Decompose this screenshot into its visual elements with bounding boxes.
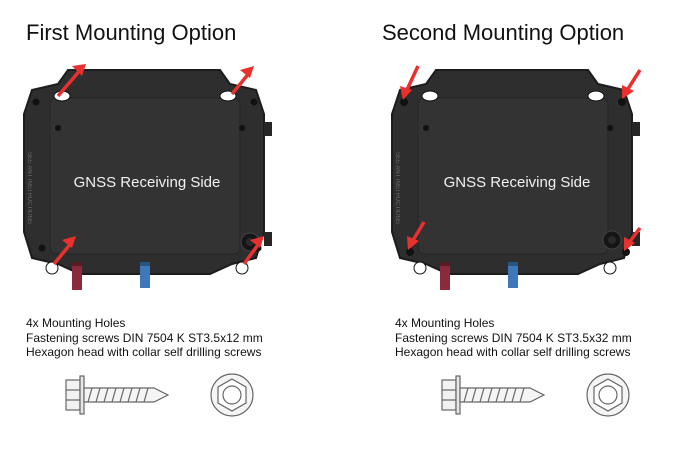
spec-line: Fastening screws DIN 7504 K ST3.5x32 mm [395,330,632,345]
spec-line: Fastening screws DIN 7504 K ST3.5x12 mm [26,330,263,345]
red-arrow-icon [624,226,642,251]
side-clip [264,232,272,246]
self-drilling-hex-screw-icon [441,375,546,415]
corner-screw [55,125,61,131]
hex-head-top-view-icon [586,373,630,417]
red-arrow-icon [52,236,76,266]
red-arrow-icon [56,64,86,98]
red-arrow-icon [400,65,420,100]
mounting-hole-bottom-right [603,261,617,275]
spec-line: Hexagon head with collar self drilling s… [395,345,631,359]
mounting-hole-bottom-left [45,261,59,275]
red-arrow-icon [407,221,426,250]
spec-line: Hexagon head with collar self drilling s… [26,345,262,359]
device-illustration [391,65,642,290]
corner-screw [32,98,40,106]
corner-screw [423,125,429,131]
mounting-hole-bottom-right [235,261,249,275]
red-arrow-icon [622,69,642,99]
housing-side-print: SEE ANT INSTRUCTIONS [26,152,32,224]
blue-antenna-connector [140,264,150,288]
mounting-specs: 4x Mounting Holes Fastening screws DIN 7… [395,316,632,360]
self-drilling-hex-screw-icon [65,375,170,415]
side-clip [632,122,640,136]
red-antenna-connector [440,264,450,290]
blue-antenna-connector [508,264,518,288]
second-mounting-option-panel: Second Mounting Option [350,0,700,460]
first-mounting-option-panel: First Mounting Option [10,20,280,422]
corner-screw [618,98,626,106]
corner-screw [607,125,613,131]
device-label: GNSS Receiving Side [443,174,591,191]
panel-title: First Mounting Option [26,20,237,45]
screw-illustrations [64,372,264,422]
gnss-receiver-device: SEE ANT INSTRUCTIONS GNSS Receiving Side [10,62,280,292]
side-clip [264,122,272,136]
corner-screw [239,125,245,131]
corner-screw [38,244,46,252]
red-antenna-connector [72,264,82,290]
mounting-hole-top-right [587,90,605,102]
corner-screw [406,248,414,256]
gnss-receiver-device: SEE ANT INSTRUCTIONS GNSS Receiving Side [378,62,648,292]
housing-side-print: SEE ANT INSTRUCTIONS [394,152,400,224]
device-label: GNSS Receiving Side [73,174,221,191]
screw-illustrations [440,372,640,422]
spec-line: 4x Mounting Holes [395,316,495,330]
mounting-hole-bottom-left [413,261,427,275]
red-arrow-icon [242,236,264,266]
device-illustration [23,64,272,290]
top-cover [417,97,609,255]
corner-screw [400,98,408,106]
hex-head-top-view-icon [210,373,254,417]
panel-title: Second Mounting Option [382,20,625,45]
side-clip [632,232,640,246]
top-cover [49,97,241,255]
mounting-specs: 4x Mounting Holes Fastening screws DIN 7… [26,316,263,360]
corner-screw [250,98,258,106]
red-arrow-icon [230,66,254,96]
spec-line: 4x Mounting Holes [26,316,126,330]
mounting-hole-top-left [421,90,439,102]
